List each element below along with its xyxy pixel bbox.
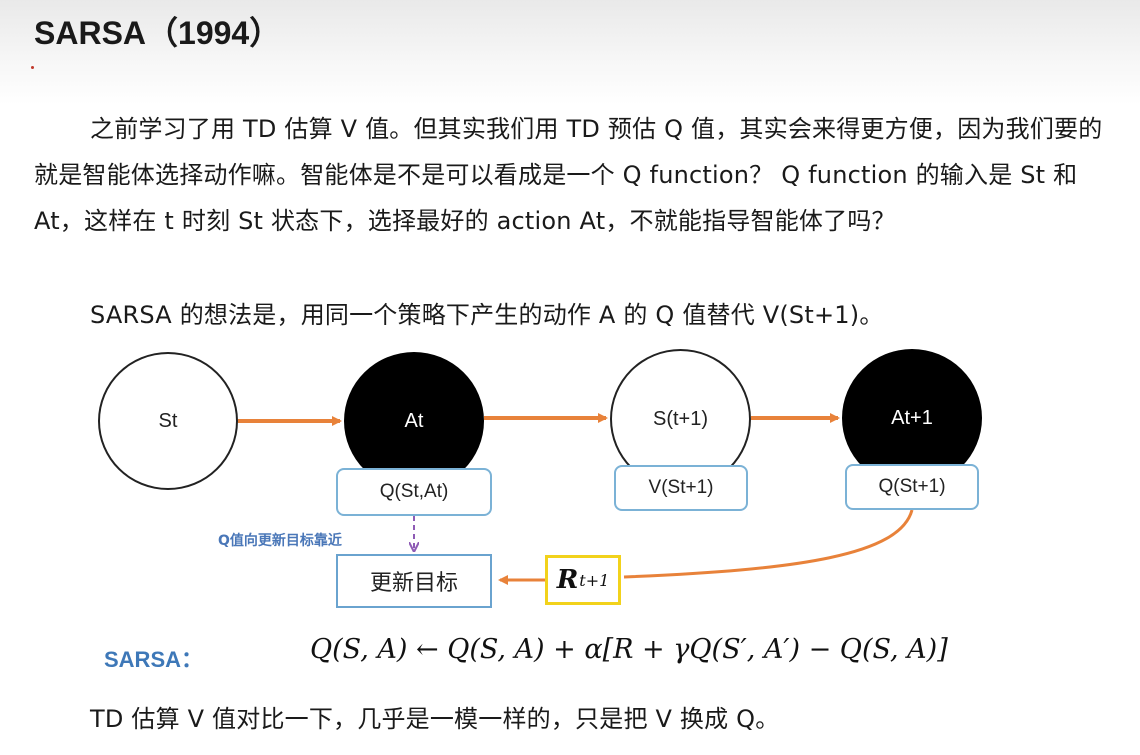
paragraph-intro: 之前学习了用 TD 估算 V 值。但其实我们用 TD 预估 Q 值，其实会来得更… — [34, 115, 1103, 235]
action-node-at1-label: At+1 — [891, 406, 933, 429]
update-target-box: 更新目标 — [336, 554, 492, 608]
q-st1-box: Q(St+1) — [845, 464, 979, 510]
paragraph-comparison: TD 估算 V 值对比一下，几乎是一模一样的，只是把 V 换成 Q。 — [90, 705, 780, 733]
state-node-st: St — [98, 352, 238, 490]
action-node-at-label: At — [404, 409, 424, 432]
sarsa-formula: Q(S, A) ← Q(S, A) + α[R + γQ(S′, A′) − Q… — [310, 634, 948, 665]
reward-subscript: t+1 — [579, 570, 610, 590]
dashed-note-label: Q值向更新目标靠近 — [218, 533, 342, 549]
v-st1-box: V(St+1) — [614, 465, 748, 511]
arrow-q-to-reward — [623, 509, 914, 579]
state-node-st1-label: S(t+1) — [652, 407, 709, 430]
reward-symbol: R — [556, 565, 579, 595]
paragraph-sarsa-idea: SARSA 的想法是，用同一个策略下产生的动作 A 的 Q 值替代 V(St+1… — [90, 301, 884, 329]
header-band — [0, 0, 1140, 105]
page-title: SARSA（1994） — [34, 15, 282, 51]
state-node-st-label: St — [158, 409, 178, 432]
action-node-at: At — [344, 352, 484, 490]
formula-label: SARSA： — [104, 647, 204, 672]
q-st-at-box: Q(St,At) — [336, 468, 492, 516]
red-dot-marker — [31, 66, 34, 69]
